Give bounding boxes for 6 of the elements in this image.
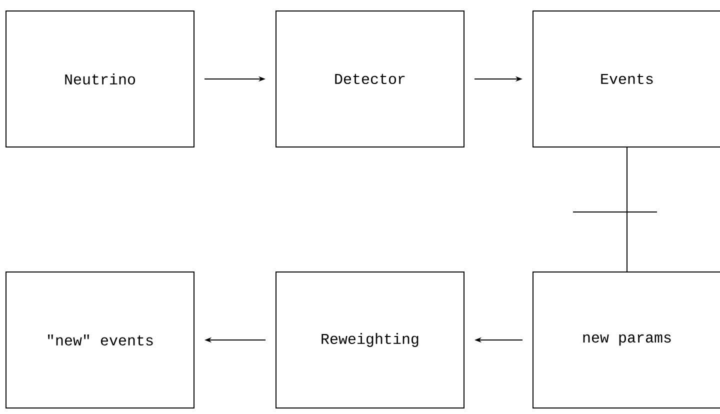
- process-box: Events: [532, 10, 720, 148]
- process-box: Reweighting: [276, 272, 464, 408]
- process-box: "new" events: [6, 272, 194, 408]
- process-box: Neutrino: [6, 10, 194, 148]
- process-box: Detector: [276, 10, 464, 148]
- process-box: new params: [532, 272, 720, 408]
